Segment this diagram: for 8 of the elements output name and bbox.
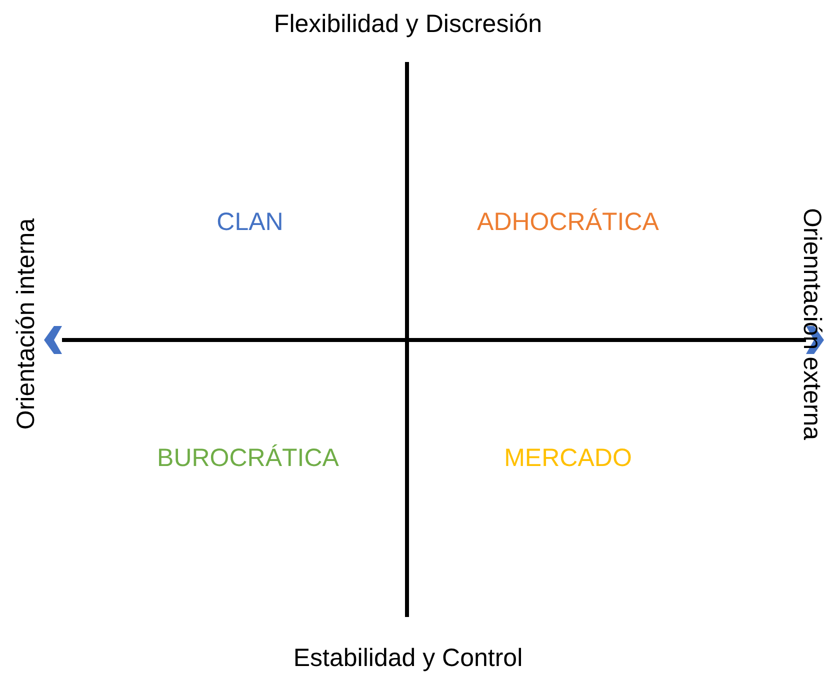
quadrant-label: BUROCRÁTICA: [157, 443, 339, 473]
axis-label: Orientación interna: [11, 218, 41, 430]
axis-label: Orienntación externa: [797, 208, 827, 440]
quadrant-label: ADHOCRÁTICA: [477, 207, 659, 237]
axis-label: Flexibilidad y Discresión: [274, 9, 542, 39]
quadrant-label: CLAN: [216, 207, 284, 237]
quadrant-label: MERCADO: [504, 443, 632, 473]
axis-label: Estabilidad y Control: [293, 643, 523, 673]
